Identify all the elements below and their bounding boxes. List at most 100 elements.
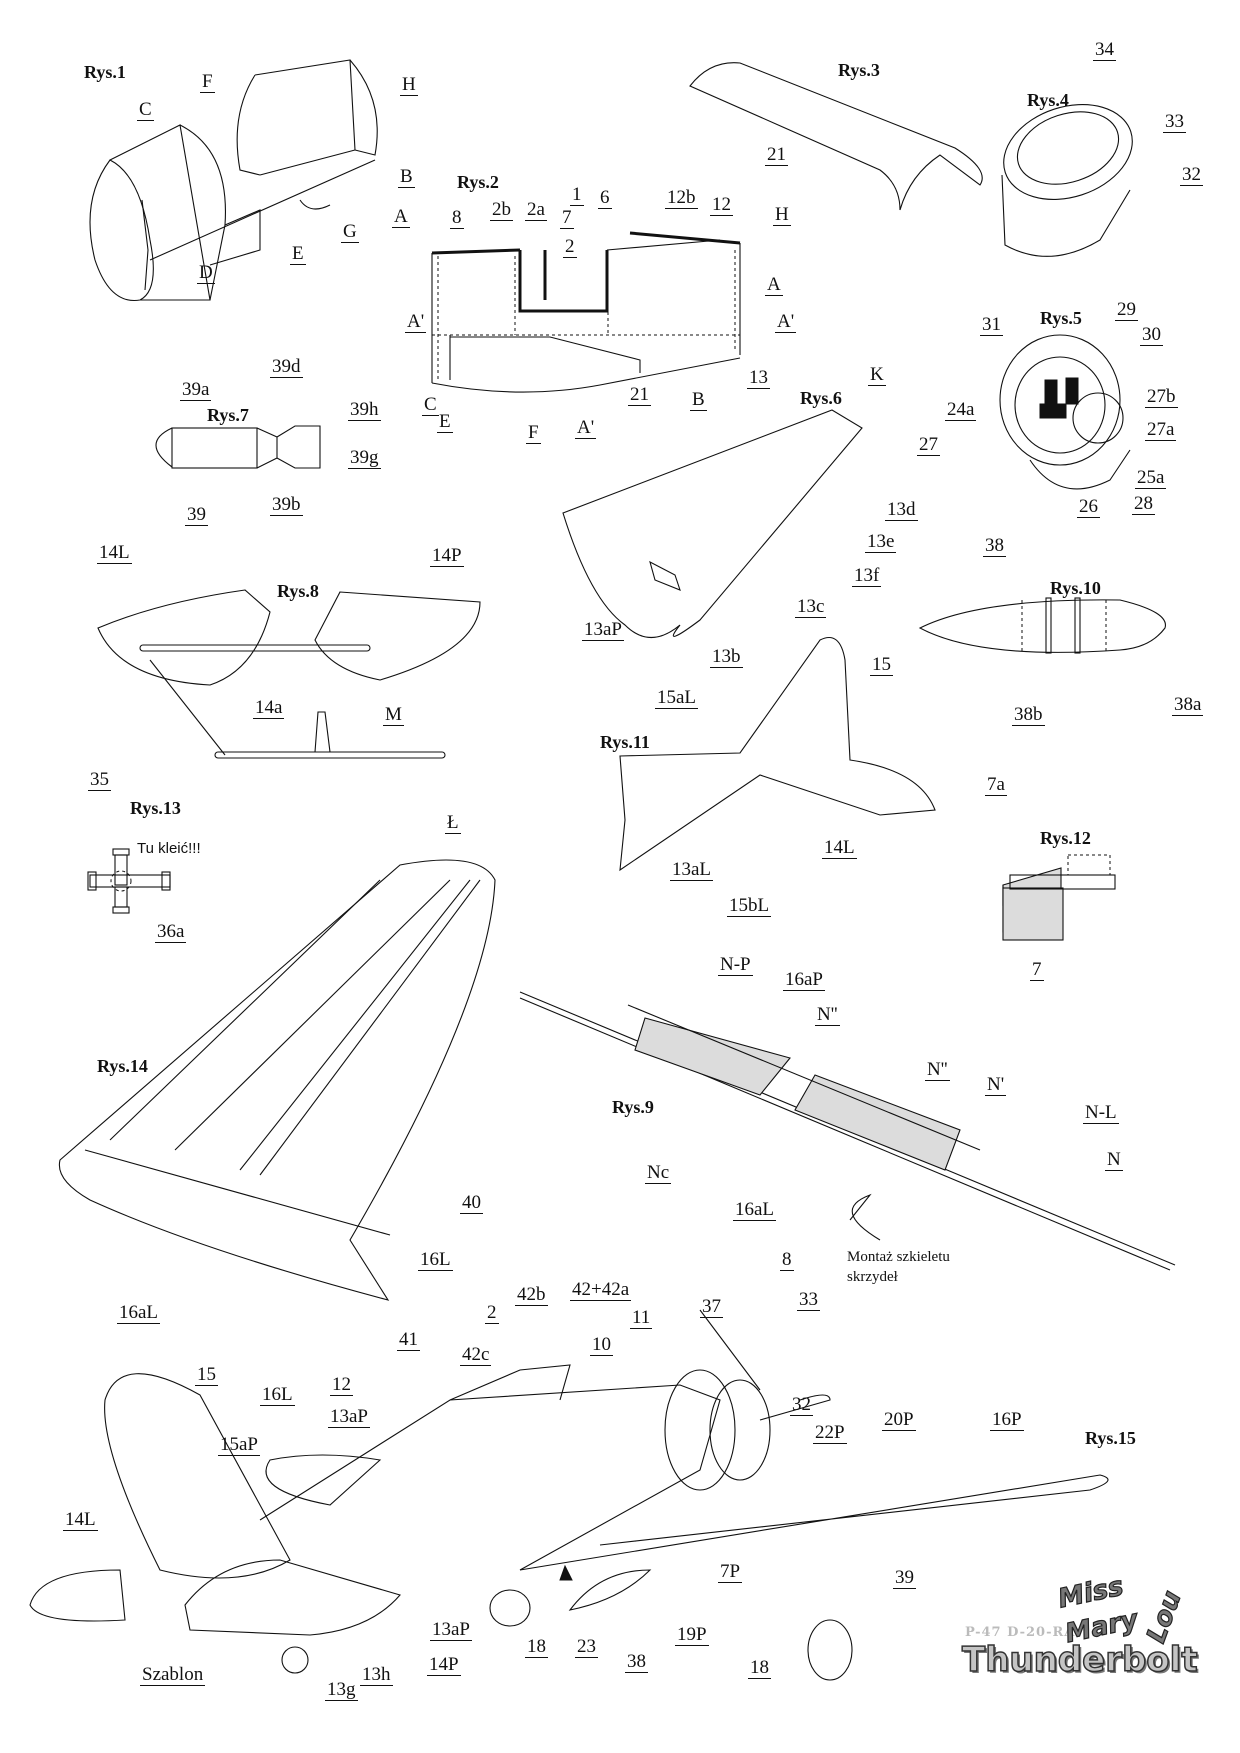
part-label: 20P	[882, 1409, 916, 1431]
rys8-stabilizer-drawing	[97, 589, 481, 759]
rys9-wing-skeleton-drawing	[519, 991, 1176, 1271]
part-label: 8	[780, 1249, 794, 1271]
figure-title-rys2: Rys.2	[457, 172, 499, 192]
part-label: 2	[485, 1302, 499, 1324]
wing-assembly-note-line1: Montaż szkieletu	[847, 1249, 950, 1265]
rys7-bomb-drawing	[155, 425, 321, 469]
part-label: 27a	[1145, 419, 1177, 441]
rys2-fuselage-side-drawing	[431, 231, 741, 393]
figure-title-rys15: Rys.15	[1085, 1428, 1136, 1448]
part-label: 15	[195, 1364, 218, 1386]
part-label: 38b	[1012, 704, 1045, 726]
part-label: 14P	[430, 545, 464, 567]
part-label: B	[398, 166, 415, 188]
part-label: 36a	[155, 921, 187, 943]
part-label: 10	[590, 1334, 613, 1356]
wing-assembly-note-line2: skrzydeł	[847, 1269, 898, 1285]
part-label: A	[392, 206, 410, 228]
template-label: Szablon	[140, 1664, 206, 1686]
part-label: 16L	[260, 1384, 295, 1406]
part-label: 13aP	[328, 1406, 370, 1428]
part-label: 13d	[885, 499, 918, 521]
part-label: 39b	[270, 494, 303, 516]
part-label: 8	[450, 207, 464, 229]
part-label: 38a	[1172, 694, 1204, 716]
part-label: 1	[570, 184, 584, 206]
part-label: G	[341, 221, 359, 243]
figure-title-rys12: Rys.12	[1040, 828, 1091, 848]
part-label: 16aP	[783, 969, 825, 991]
part-label: 11	[630, 1307, 653, 1329]
part-label: 33	[797, 1289, 820, 1311]
figure-title-rys1: Rys.1	[84, 62, 126, 82]
part-label: Nc	[645, 1162, 672, 1184]
part-label: 23	[575, 1636, 598, 1658]
part-label: 19P	[675, 1624, 709, 1646]
rys11-tail-drawing	[619, 636, 936, 872]
part-label: 39g	[348, 447, 381, 469]
part-label: 38	[625, 1651, 648, 1673]
part-label: 2a	[525, 199, 547, 221]
part-label: F	[200, 71, 215, 93]
part-label: 15	[870, 654, 893, 676]
part-label: 2	[563, 236, 577, 258]
part-label: 14L	[822, 837, 857, 859]
figure-title-rys6: Rys.6	[800, 388, 842, 408]
part-label: 13aP	[582, 619, 624, 641]
part-label: 25a	[1135, 467, 1167, 489]
part-label: 28	[1132, 493, 1155, 515]
part-label: E	[290, 243, 306, 265]
part-label: 13b	[710, 646, 743, 668]
part-label: C	[422, 394, 439, 416]
figure-title-rys7: Rys.7	[207, 405, 249, 425]
part-label: 13e	[865, 531, 897, 553]
figure-title-rys5: Rys.5	[1040, 308, 1082, 328]
part-label: 7P	[718, 1561, 743, 1583]
part-label: N	[1105, 1149, 1123, 1171]
part-label: A	[765, 274, 783, 296]
part-label: 30	[1140, 324, 1163, 346]
part-label: 33	[1163, 111, 1186, 133]
part-label: 14P	[427, 1654, 461, 1676]
model-designation: P-47 D-20-RA	[965, 1625, 1076, 1640]
figure-title-rys11: Rys.11	[600, 732, 650, 752]
part-label: 12	[710, 194, 733, 216]
part-label: 37	[700, 1296, 723, 1318]
rys10-drop-tank-drawing	[918, 597, 1166, 654]
part-label: E	[437, 411, 453, 433]
part-label: 42+42a	[570, 1279, 632, 1301]
part-label: 40	[460, 1192, 483, 1214]
part-label: 13f	[852, 565, 882, 587]
part-label: H	[400, 74, 418, 96]
figure-title-rys8: Rys.8	[277, 581, 319, 601]
part-label: 6	[598, 187, 612, 209]
figure-title-rys4: Rys.4	[1027, 90, 1069, 110]
part-label: N'	[985, 1074, 1007, 1096]
part-label: 16aL	[733, 1199, 777, 1221]
part-label: 39h	[348, 399, 381, 421]
part-label: 16P	[990, 1409, 1024, 1431]
part-label: N-P	[718, 954, 753, 976]
part-label: Ł	[445, 812, 461, 834]
part-label: 7	[1030, 959, 1044, 981]
part-label: N-L	[1083, 1102, 1119, 1124]
part-label: 21	[765, 144, 788, 166]
figure-title-rys13: Rys.13	[130, 798, 181, 818]
part-label: A'	[575, 417, 597, 439]
part-label: 39a	[180, 379, 212, 401]
part-label: 14L	[63, 1509, 98, 1531]
part-label: N''	[925, 1059, 950, 1081]
part-label: 13g	[325, 1679, 358, 1701]
part-label: 7	[560, 207, 574, 229]
part-label: 41	[397, 1329, 420, 1351]
part-label: 27b	[1145, 386, 1178, 408]
part-label: 32	[1180, 164, 1203, 186]
part-label: M	[383, 704, 404, 726]
figure-title-rys9: Rys.9	[612, 1097, 654, 1117]
part-label: B	[690, 389, 707, 411]
glue-here-note: Tu kleić!!!	[137, 840, 201, 857]
rys1-fuselage-frame-drawing	[89, 59, 378, 302]
part-label: C	[137, 99, 154, 121]
part-label: 18	[525, 1636, 548, 1658]
